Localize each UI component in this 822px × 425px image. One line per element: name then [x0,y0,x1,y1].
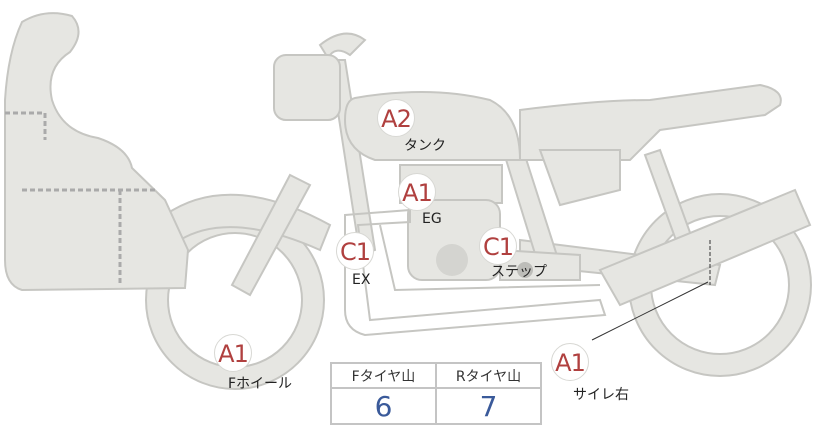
fairing [4,12,190,292]
badge-front-wheel: A1 [214,334,252,372]
badge-exhaust: C1 [336,232,374,270]
leader-line [591,281,709,341]
seat [519,83,782,161]
badge-step: C1 [479,227,517,265]
side-cover [538,149,621,207]
label-front-wheel: Fホイール [228,376,293,392]
badge-engine: A1 [398,173,436,211]
fork [230,173,312,297]
frame-tube [328,59,377,257]
tyre-tread-table: Fタイヤ山 Rタイヤ山 6 7 [330,362,542,425]
badge-tank: A2 [377,99,415,137]
front-tyre-header: Fタイヤ山 [330,362,437,389]
label-tank: タンク [404,138,446,154]
label-engine: EG [422,211,442,227]
exhaust-pipe [344,208,607,337]
rear-tyre-header: Rタイヤ山 [435,362,542,389]
headlight [273,54,341,121]
badge-muffler-right: A1 [551,343,589,381]
front-tyre-value: 6 [330,387,437,425]
muffler [598,188,812,307]
label-step: ステップ [491,264,547,280]
handlebar [318,32,367,61]
label-muffler-right: サイレ右 [573,387,629,403]
rear-tyre-value: 7 [435,387,542,425]
label-exhaust: EX [352,272,371,288]
